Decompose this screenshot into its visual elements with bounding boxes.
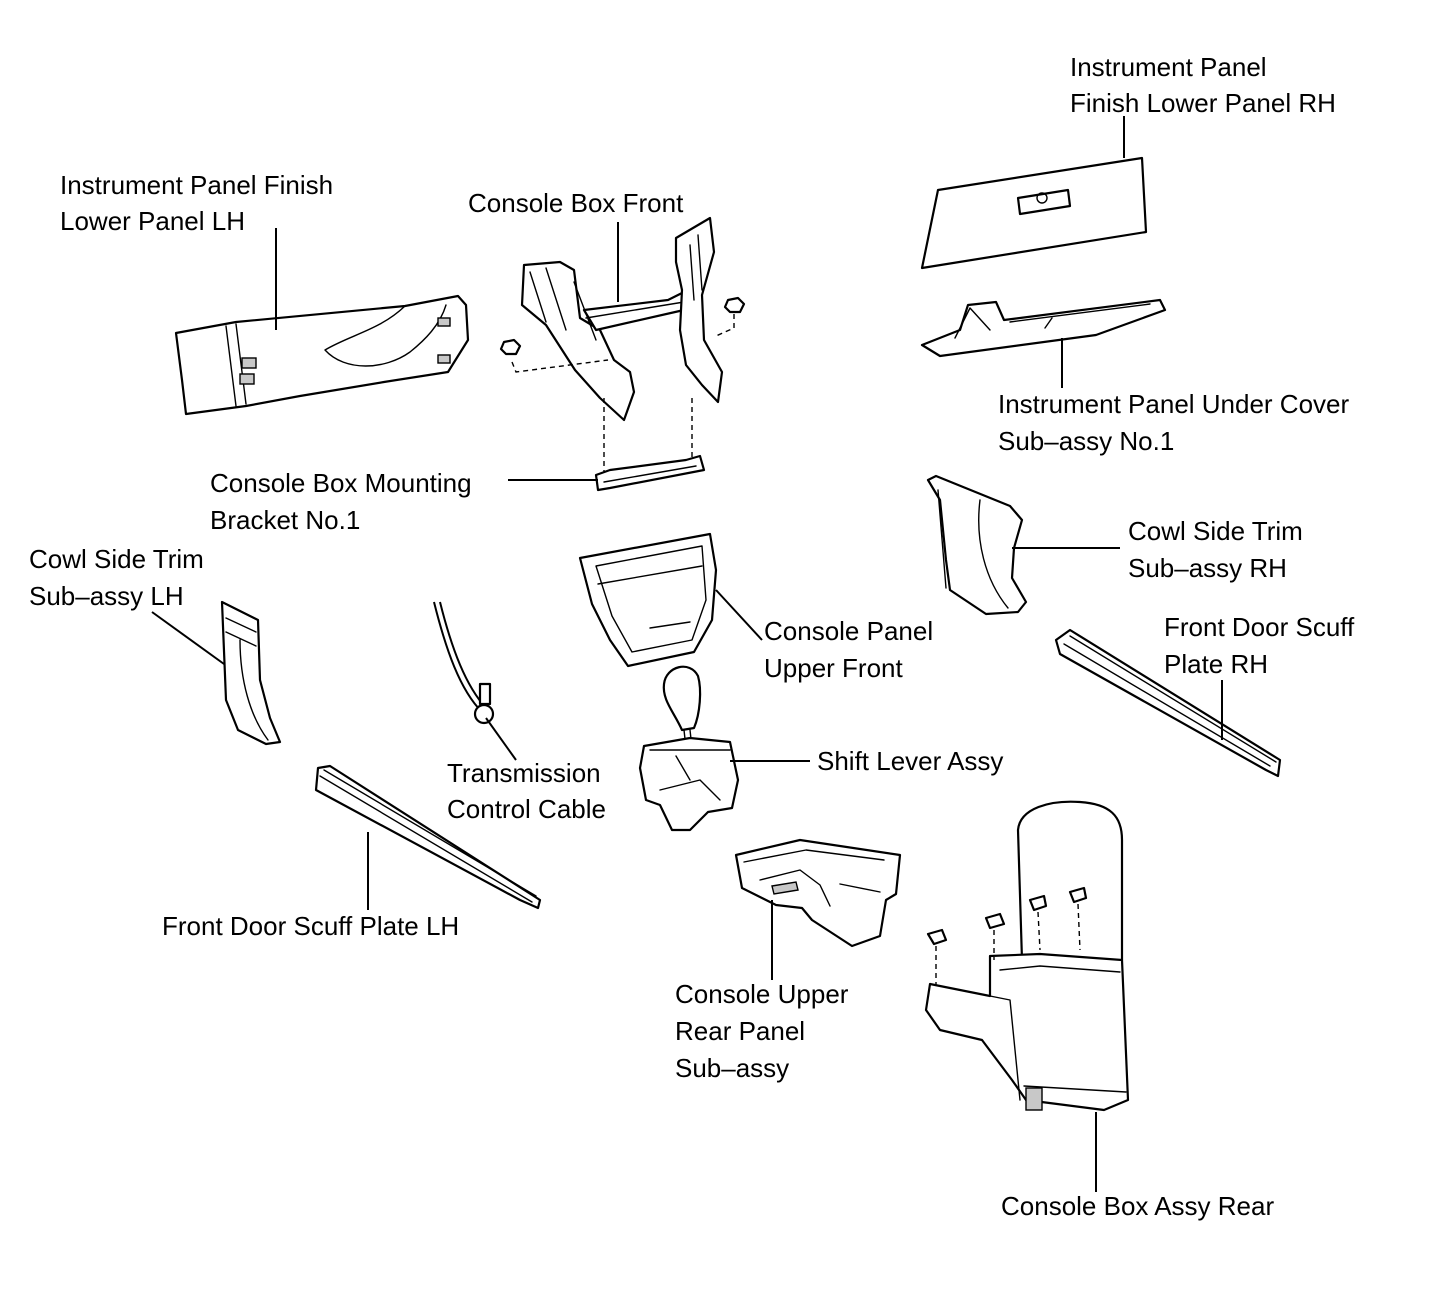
label-ip-finish-rh-line1: Instrument Panel	[1070, 52, 1267, 82]
scuff-plate-rh-part	[1054, 628, 1282, 778]
console-box-front-part	[499, 216, 746, 472]
console-upper-rear-panel-part	[734, 838, 902, 948]
label-console-box-rear: Console Box Assy Rear	[1001, 1191, 1274, 1221]
shift-lever-part	[638, 665, 740, 832]
label-scuff-rh-line1: Front Door Scuff	[1164, 612, 1355, 642]
console-panel-upper-front-part	[578, 532, 718, 668]
cowl-side-trim-rh-part	[926, 474, 1028, 616]
label-console-box-front: Console Box Front	[468, 188, 684, 218]
label-cowl-lh-line1: Cowl Side Trim	[29, 544, 204, 574]
label-ip-finish-rh-line2: Finish Lower Panel RH	[1070, 88, 1336, 118]
label-cowl-rh-line2: Sub–assy RH	[1128, 553, 1287, 583]
label-mounting-bracket-line2: Bracket No.1	[210, 505, 360, 535]
label-scuff-lh: Front Door Scuff Plate LH	[162, 911, 459, 941]
label-console-upper-rear-line2: Rear Panel	[675, 1016, 805, 1046]
label-console-upper-rear-line3: Sub–assy	[675, 1053, 789, 1083]
console-box-rear-part	[924, 800, 1130, 1112]
label-transmission-cable-line2: Control Cable	[447, 794, 606, 824]
ip-finish-lower-panel-rh-part	[920, 156, 1148, 270]
label-ip-under-cover-line1: Instrument Panel Under Cover	[998, 389, 1350, 419]
label-console-panel-upper-front-line1: Console Panel	[764, 616, 933, 646]
transmission-control-cable-part	[433, 601, 495, 725]
label-cowl-lh-line2: Sub–assy LH	[29, 581, 184, 611]
leader-lines	[151, 116, 1223, 1192]
label-console-upper-rear-line1: Console Upper	[675, 979, 849, 1009]
mounting-bracket-part	[594, 454, 706, 492]
ip-under-cover-part	[920, 298, 1167, 358]
ip-finish-lower-panel-lh-part	[174, 294, 470, 416]
label-console-panel-upper-front-line2: Upper Front	[764, 653, 903, 683]
label-scuff-rh-line2: Plate RH	[1164, 649, 1268, 679]
label-transmission-cable-line1: Transmission	[447, 758, 601, 788]
label-ip-finish-lh-line1: Instrument Panel Finish	[60, 170, 333, 200]
label-shift-lever: Shift Lever Assy	[817, 746, 1003, 776]
scuff-plate-lh-part	[314, 764, 542, 910]
label-mounting-bracket-line1: Console Box Mounting	[210, 468, 472, 498]
label-cowl-rh-line1: Cowl Side Trim	[1128, 516, 1303, 546]
label-ip-finish-lh-line2: Lower Panel LH	[60, 206, 245, 236]
cowl-side-trim-lh-part	[220, 600, 282, 746]
label-ip-under-cover-line2: Sub–assy No.1	[998, 426, 1174, 456]
